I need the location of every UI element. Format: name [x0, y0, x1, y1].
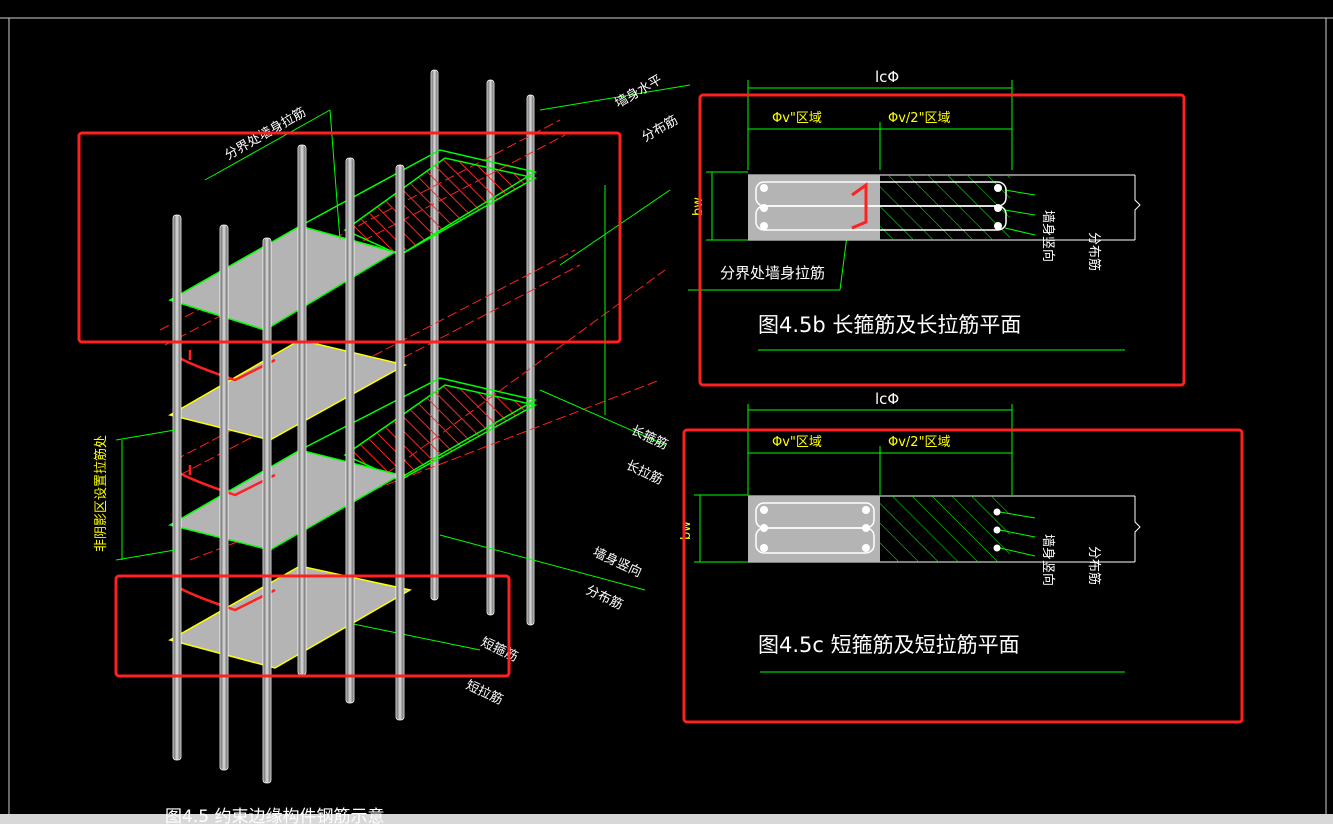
- panel-b-red-tie: [851, 182, 868, 230]
- panel-c-distribution-label: 分布筋: [1086, 546, 1102, 585]
- label-short-stirrup: 短箍筋: [478, 634, 520, 665]
- rebar-3d-drawing: [115, 69, 691, 784]
- label-wall-horizontal: 墙身水平: [612, 72, 665, 112]
- panel-b-stirrups: [755, 181, 1007, 231]
- vertical-bars-front: [172, 144, 405, 784]
- bottom-figure-caption: 图4.5 约束边缘构件钢筋示意: [165, 807, 384, 824]
- upper-long-tie-hatch: [343, 157, 538, 256]
- label-distribution-bar-1: 分布筋: [639, 112, 681, 145]
- label-short-tie: 短拉筋: [463, 677, 505, 708]
- panel-b-zone1-label: Φv"区域: [772, 111, 822, 126]
- left-dimension: [115, 429, 176, 561]
- middle-long-tie-hatch: [343, 384, 538, 481]
- highlight-box-upper[interactable]: [77, 131, 622, 344]
- panel-b-long-stirrup-plan: [688, 80, 1141, 351]
- label-distribution-bar-2: 分布筋: [583, 582, 625, 613]
- panel-b-bars: [760, 184, 1002, 230]
- panel-b-lc-label: lcΦ: [875, 68, 899, 86]
- upper-label-drop: [329, 109, 341, 241]
- highlight-box-panel-b[interactable]: [698, 93, 1186, 387]
- panel-b-zone2-label: Φv/2"区域: [888, 111, 951, 126]
- panel-c-title: 图4.5c 短箍筋及短拉筋平面: [758, 633, 1020, 657]
- panel-b-hatch-zone: [880, 175, 1010, 240]
- label-left-dimension: 非阴影区设置拉筋处: [93, 435, 109, 552]
- panel-c-wall-vertical-label: 墙身竖向: [1040, 534, 1056, 586]
- panel-b-concrete-zone: [748, 175, 880, 240]
- panel-b-distribution-label: 分布筋: [1086, 232, 1102, 271]
- panel-c-hatch-zone: [880, 496, 1010, 562]
- label-long-stirrup: 长箍筋: [628, 422, 670, 453]
- panel-b-wall-vertical-label: 墙身竖向: [1040, 210, 1056, 262]
- panel-c-concrete-zone: [748, 496, 880, 562]
- bottom-concrete-plate: [168, 565, 413, 669]
- panel-c-zone2-label: Φv/2"区域: [888, 435, 951, 450]
- panel-c-short-stirrup-plan: [694, 404, 1141, 673]
- vertical-bars-back: [430, 69, 535, 626]
- panel-b-title: 图4.5b 长箍筋及长拉筋平面: [758, 313, 1021, 337]
- panel-c-stirrups: [755, 502, 875, 554]
- second-concrete-plate: [168, 339, 408, 441]
- panel-c-lc-label: lcΦ: [875, 390, 899, 408]
- upper-label-leader: [204, 109, 331, 181]
- panel-c-dimensions: [694, 404, 1125, 673]
- bottom-scroll-strip[interactable]: [0, 814, 1333, 824]
- panel-c-zone1-label: Φv"区域: [772, 435, 822, 450]
- stirrup-outlines: [299, 149, 538, 479]
- label-long-tie: 长拉筋: [623, 457, 665, 488]
- panel-c-bw-label: bw: [679, 521, 694, 540]
- label-wall-vertical: 墙身竖向: [590, 544, 644, 580]
- highlight-box-panel-c[interactable]: [682, 428, 1244, 724]
- upper-concrete-plate: [168, 225, 397, 331]
- highlight-box-lower[interactable]: [114, 574, 511, 678]
- panel-c-bars: [760, 506, 1001, 552]
- panel-b-boundary-tie-label: 分界处墙身拉筋: [720, 264, 825, 282]
